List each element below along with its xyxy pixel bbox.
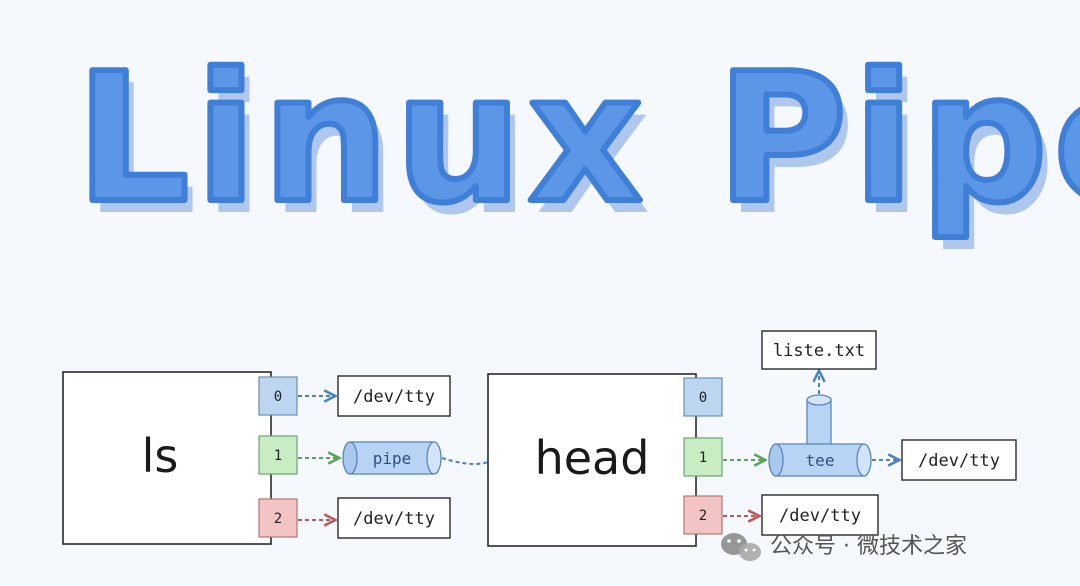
title-group: Linux Pipe Linux Pipe [73, 32, 1080, 254]
head-fd1-label: 1 [699, 450, 707, 466]
head-tty-bottom-box [761, 494, 879, 536]
head-fd1-box [683, 437, 723, 477]
head-fd2-label: 2 [699, 508, 707, 524]
ls-tty-top: /dev/tty [337, 375, 451, 417]
ls-tty-bottom-label: /dev/tty [353, 509, 435, 529]
watermark-text: 公众号 · 微技术之家 [770, 534, 967, 559]
head-fd0-box [683, 377, 723, 417]
head-fd-stderr: 2 [683, 495, 723, 535]
head-tty-bottom-label: /dev/tty [779, 506, 861, 526]
ls-fd-stdout: 1 [258, 435, 298, 475]
tee-file: liste.txt [761, 330, 877, 370]
pipe-right-cap [426, 441, 442, 475]
page-title: Linux Pipe [76, 35, 1080, 242]
tee-cylinder: tee [768, 394, 872, 477]
pipe-label: pipe [373, 449, 412, 468]
ls-tty-bottom: /dev/tty [337, 497, 451, 539]
tee-label: tee [806, 451, 835, 470]
head-fd2-box [683, 495, 723, 535]
ls-fd1-label: 1 [274, 448, 282, 464]
head-fd0-label: 0 [699, 390, 707, 406]
head-fd-stdout: 1 [683, 437, 723, 477]
tee-vertical-body [806, 399, 832, 447]
ls-fd0-label: 0 [274, 389, 282, 405]
process-head: head [487, 373, 697, 547]
head-tty-bottom: /dev/tty [761, 494, 879, 536]
tee-top-cap [806, 394, 832, 406]
ls-tty-top-box [337, 375, 451, 417]
ls-fd2-box [258, 498, 298, 538]
ls-fd-stdin: 0 [258, 376, 298, 416]
process-ls-label: ls [142, 429, 179, 483]
ls-fd-stderr: 2 [258, 498, 298, 538]
process-ls: ls [62, 371, 272, 545]
head-tty-right-label: /dev/tty [918, 451, 1000, 471]
pipe-cylinder: pipe [342, 441, 442, 475]
tee-file-box [761, 330, 877, 370]
pipe-left-cap [342, 441, 358, 475]
ls-fd0-box [258, 376, 298, 416]
process-ls-box [62, 371, 272, 545]
head-tty-right-box [901, 439, 1017, 481]
head-fd-stdin: 0 [683, 377, 723, 417]
process-head-box [487, 373, 697, 547]
ls-tty-bottom-box [337, 497, 451, 539]
tee-left-cap [768, 443, 784, 477]
wechat-icon [721, 533, 761, 561]
process-head-label: head [535, 431, 650, 485]
ls-fd2-label: 2 [274, 511, 282, 527]
ls-tty-top-label: /dev/tty [353, 387, 435, 407]
tee-file-label: liste.txt [773, 341, 865, 361]
title-shadow: Linux Pipe [84, 47, 1080, 254]
ls-fd1-box [258, 435, 298, 475]
watermark: 公众号 · 微技术之家 [721, 533, 967, 561]
tee-right-cap [856, 443, 872, 477]
head-tty-right: /dev/tty [901, 439, 1017, 481]
